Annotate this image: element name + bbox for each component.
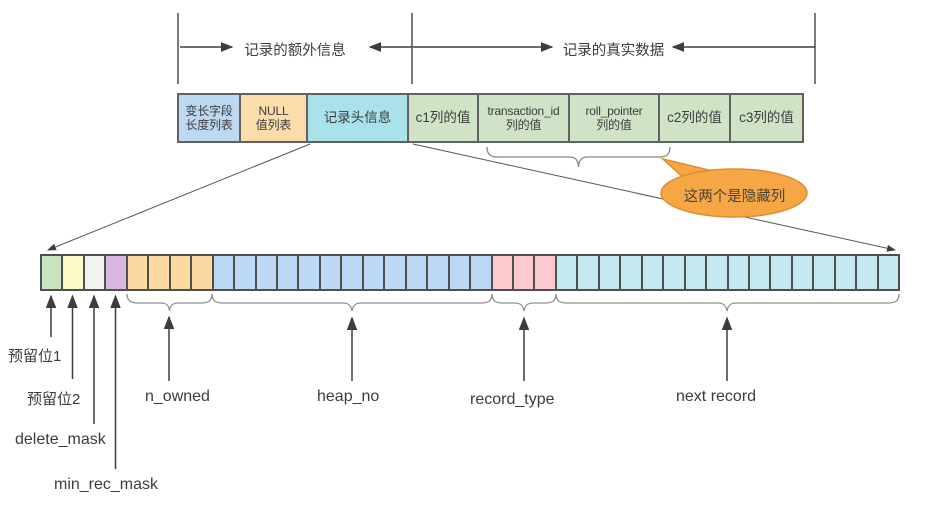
zoom-diagonal-right [412, 143, 896, 252]
bit-cell-next_record [792, 256, 815, 289]
record-box-label: 列的值 [596, 118, 632, 132]
bit-cell-n_owned [170, 256, 193, 289]
reserved2-label: 预留位2 [27, 391, 81, 408]
bit-cell-next_record [642, 256, 665, 289]
bit-cell-heap_no [471, 256, 493, 289]
record-box-label: c3列的值 [739, 110, 794, 126]
bit-cell-next_record [728, 256, 750, 289]
record-box-label: NULL [258, 103, 289, 118]
record-box-label: transaction_id [487, 103, 560, 118]
bit-cell-next_record [685, 256, 708, 289]
bit-cell-heap_no [213, 256, 236, 289]
record-box-label: c1列的值 [415, 110, 471, 126]
bit-cell-record_type [492, 256, 514, 289]
record-box-label: 列的值 [505, 118, 542, 132]
bit-cell-预留位2 [63, 256, 85, 289]
record-box-record-header: 记录头信息 [306, 93, 409, 143]
reserved1-label: 预留位1 [8, 348, 62, 365]
bit-cell-heap_no [385, 256, 407, 289]
n-owned-brace [126, 293, 213, 312]
extra-info-section-label: 记录的额外信息 [244, 43, 346, 59]
record-box-label: 变长字段 [185, 103, 233, 118]
bit-cell-next_record [835, 256, 858, 289]
bit-cell-next_record [664, 256, 686, 289]
bit-cell-next_record [707, 256, 729, 289]
next-record-brace [555, 293, 900, 312]
bit-cell-heap_no [299, 256, 321, 289]
delete-mask-label: delete_mask [15, 431, 106, 448]
bit-cell-next_record [599, 256, 622, 289]
record-box-var-len-list: 变长字段长度列表 [177, 93, 241, 143]
bit-bar [40, 254, 900, 291]
zoom-diagonal-left [47, 143, 311, 251]
record-box-c3-value: c3列的值 [729, 93, 804, 143]
bit-cell-next_record [556, 256, 579, 289]
bit-cell-heap_no [363, 256, 386, 289]
bit-cell-n_owned [149, 256, 171, 289]
bit-cell-next_record [621, 256, 643, 289]
record-box-label: 长度列表 [185, 118, 233, 132]
bit-cell-record_type [535, 256, 557, 289]
bit-cell-delete_mask [84, 256, 107, 289]
bit-cell-heap_no [235, 256, 257, 289]
record-box-label: roll_pointer [585, 103, 643, 118]
bit-cell-next_record [814, 256, 836, 289]
bit-cell-next_record [857, 256, 879, 289]
record-type-label: record_type [470, 391, 555, 408]
bit-cell-heap_no [256, 256, 278, 289]
bit-cell-heap_no [277, 256, 300, 289]
hidden-columns-brace [486, 146, 671, 168]
bit-cell-heap_no [320, 256, 343, 289]
record-box-c2-value: c2列的值 [658, 93, 731, 143]
record-box-c1-value: c1列的值 [407, 93, 479, 143]
bit-cell-min_rec_mask [106, 256, 128, 289]
bit-cell-next_record [878, 256, 899, 289]
min-rec-mask-label: min_rec_mask [54, 476, 159, 493]
record-box-label: 记录头信息 [323, 110, 392, 126]
bit-cell-next_record [749, 256, 772, 289]
hidden-columns-callout-label: 这两个是隐藏列 [683, 189, 786, 205]
record-box-label: c2列的值 [667, 110, 722, 126]
heap-no-brace [211, 293, 493, 312]
bit-cell-预留位1 [42, 256, 64, 289]
next-record-label: next record [676, 388, 757, 405]
n-owned-label: n_owned [145, 388, 210, 405]
bit-cell-heap_no [449, 256, 472, 289]
bit-cell-heap_no [342, 256, 364, 289]
heap-no-label: heap_no [317, 388, 380, 405]
bit-cell-next_record [578, 256, 600, 289]
bit-cell-record_type [513, 256, 536, 289]
bit-cell-heap_no [406, 256, 429, 289]
record-type-brace [491, 293, 557, 312]
real-data-section-label: 记录的真实数据 [562, 43, 665, 59]
bit-cell-next_record [771, 256, 793, 289]
bit-cell-heap_no [428, 256, 450, 289]
bit-cell-n_owned [127, 256, 150, 289]
callout-bubble [660, 168, 808, 218]
bit-cell-n_owned [192, 256, 214, 289]
record-box-label: 值列表 [255, 118, 292, 132]
